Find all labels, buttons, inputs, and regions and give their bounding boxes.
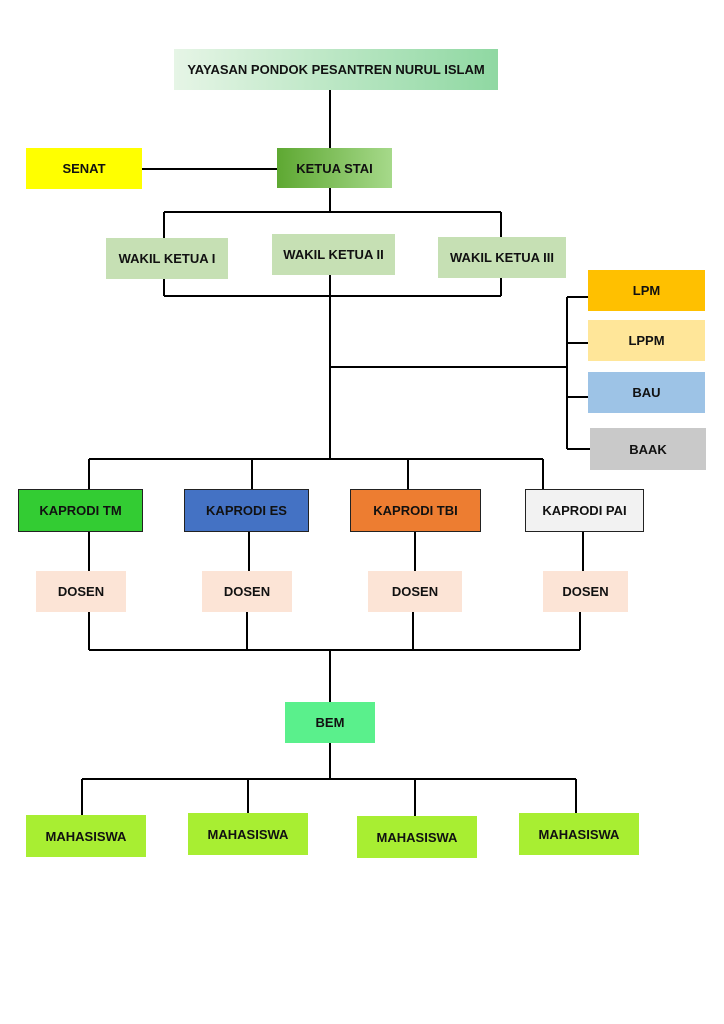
node-mahasiswa-1: MAHASISWA (26, 815, 146, 857)
node-bem: BEM (285, 702, 375, 743)
node-kaprodi-pai: KAPRODI PAI (525, 489, 644, 532)
node-dosen-2: DOSEN (202, 571, 292, 612)
node-senat: SENAT (26, 148, 142, 189)
node-wakil-ketua-3: WAKIL KETUA III (438, 237, 566, 278)
node-mahasiswa-2: MAHASISWA (188, 813, 308, 855)
node-mahasiswa-4: MAHASISWA (519, 813, 639, 855)
node-kaprodi-tbi: KAPRODI TBI (350, 489, 481, 532)
node-bau: BAU (588, 372, 705, 413)
node-kaprodi-es: KAPRODI ES (184, 489, 309, 532)
node-wakil-ketua-1: WAKIL KETUA I (106, 238, 228, 279)
node-dosen-4: DOSEN (543, 571, 628, 612)
node-lppm: LPPM (588, 320, 705, 361)
node-baak: BAAK (590, 428, 706, 470)
node-dosen-3: DOSEN (368, 571, 462, 612)
node-kaprodi-tm: KAPRODI TM (18, 489, 143, 532)
node-ketua: KETUA STAI (277, 148, 392, 188)
node-mahasiswa-3: MAHASISWA (357, 816, 477, 858)
node-yayasan: YAYASAN PONDOK PESANTREN NURUL ISLAM (174, 49, 498, 90)
node-dosen-1: DOSEN (36, 571, 126, 612)
node-lpm: LPM (588, 270, 705, 311)
node-wakil-ketua-2: WAKIL KETUA II (272, 234, 395, 275)
